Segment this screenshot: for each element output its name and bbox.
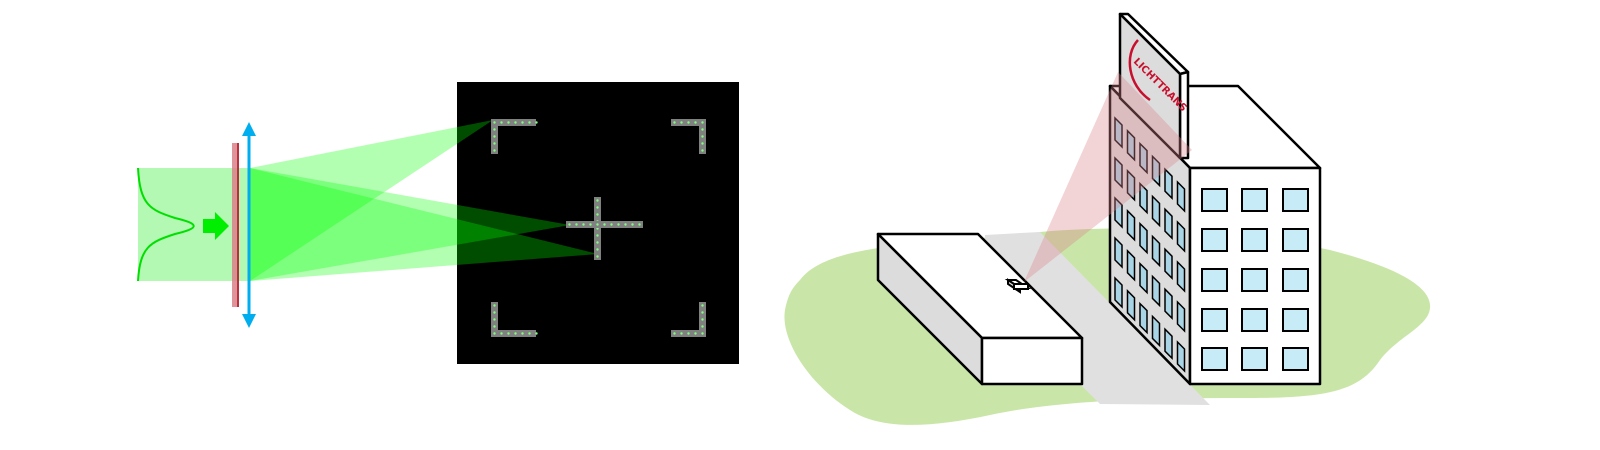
window	[1176, 180, 1186, 213]
rooftop-sign	[1118, 12, 1190, 160]
window	[1241, 268, 1268, 292]
marker-top-right	[671, 119, 706, 126]
marker-bottom-right	[671, 330, 706, 337]
window	[1114, 156, 1123, 189]
window	[1139, 301, 1148, 335]
window	[1126, 128, 1136, 162]
window	[1282, 308, 1309, 332]
optical-setup	[137, 82, 739, 364]
window	[1151, 194, 1161, 228]
marker-bottom-left	[491, 302, 498, 330]
lens-double-arrow-icon	[242, 122, 256, 328]
window	[1126, 248, 1136, 282]
window	[1282, 268, 1309, 292]
window	[1151, 314, 1161, 348]
alignment-markers	[491, 119, 706, 337]
window	[1114, 276, 1123, 309]
window	[1201, 188, 1228, 212]
window	[1282, 228, 1309, 252]
window	[1164, 167, 1173, 201]
window	[1139, 221, 1148, 255]
shadow-area	[985, 232, 1210, 405]
window	[1176, 340, 1186, 373]
window	[1151, 274, 1161, 308]
window	[1201, 308, 1228, 332]
window	[1139, 181, 1148, 215]
gaussian-profile	[137, 167, 195, 282]
beam-fan-cross-left	[250, 168, 570, 281]
projection-beam	[1024, 72, 1192, 282]
propagation-arrow-icon	[203, 212, 229, 240]
window	[1126, 288, 1136, 322]
window	[1282, 347, 1309, 371]
window	[1164, 287, 1173, 321]
window	[1241, 228, 1268, 252]
window	[1201, 268, 1228, 292]
window	[1151, 154, 1161, 188]
marker-top-left	[491, 126, 498, 154]
beam-fan-corner	[250, 120, 493, 281]
marker-bottom-right	[699, 302, 706, 330]
window	[1176, 300, 1186, 333]
projector-box	[876, 232, 1084, 386]
window	[1114, 116, 1123, 149]
phase-plate	[232, 143, 239, 307]
window	[1126, 168, 1136, 202]
window	[1201, 228, 1228, 252]
window	[1114, 196, 1123, 229]
window	[1201, 347, 1228, 371]
window	[1241, 308, 1268, 332]
window	[1126, 208, 1136, 242]
window	[1164, 247, 1173, 281]
window	[1241, 347, 1268, 371]
window	[1282, 188, 1309, 212]
beam-fans	[250, 120, 598, 281]
beam-fan-cross-bottom	[250, 168, 598, 281]
marker-bottom-left	[491, 330, 538, 337]
marker-cross	[566, 221, 643, 228]
window	[1114, 236, 1123, 269]
window	[1164, 327, 1173, 361]
window	[1164, 207, 1173, 241]
window	[1139, 141, 1148, 175]
front-windows	[1201, 188, 1309, 371]
window	[1139, 261, 1148, 295]
window	[1151, 234, 1161, 268]
marker-top-left	[491, 119, 538, 126]
projector-icon	[1004, 278, 1032, 294]
marker-cross	[594, 197, 601, 260]
marker-top-right	[699, 126, 706, 154]
window	[1176, 260, 1186, 293]
window	[1241, 188, 1268, 212]
side-windows	[1114, 116, 1186, 373]
window	[1176, 220, 1186, 253]
projection-scene: LICHTTRANS	[784, 12, 1431, 425]
